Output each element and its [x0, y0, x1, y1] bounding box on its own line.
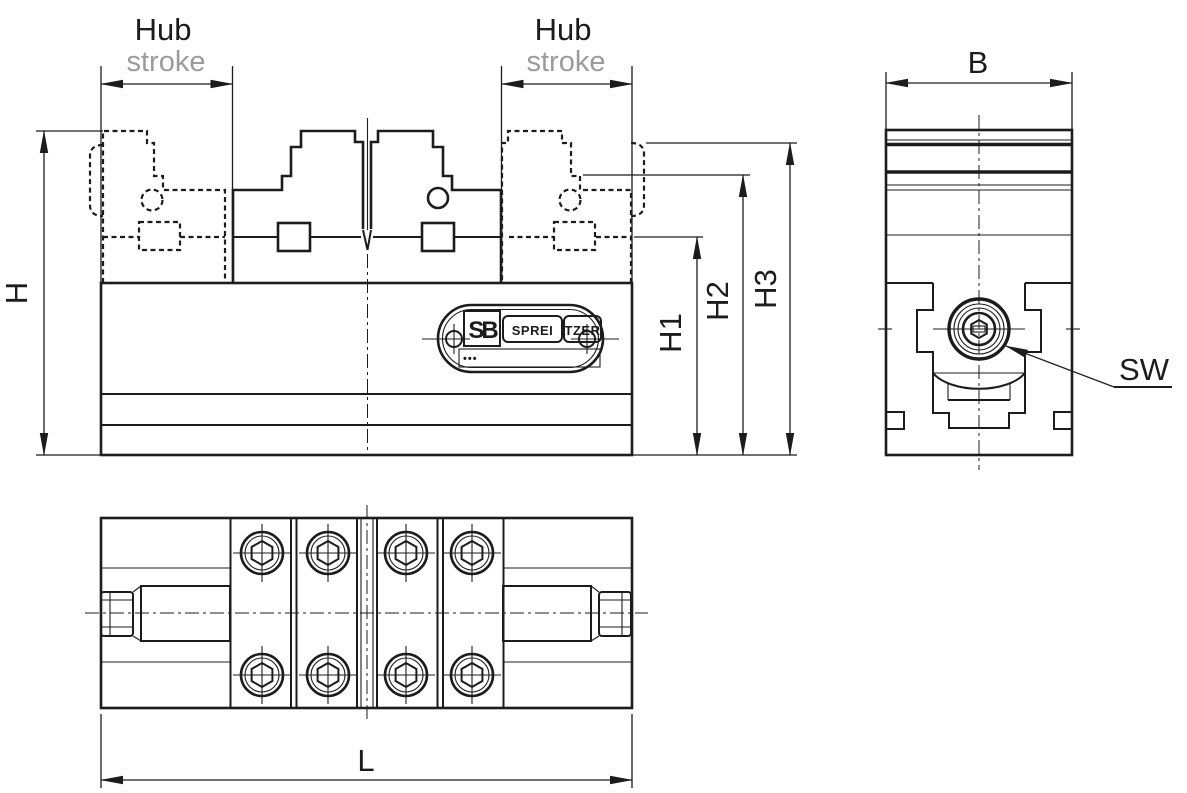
- serial-field: [458, 348, 601, 368]
- label-hub-left: Hub: [135, 12, 192, 47]
- screw: [441, 644, 503, 706]
- base-groove-right: [1053, 411, 1072, 430]
- jaw-face-plate-dashed: [88, 143, 104, 218]
- label-H2: H2: [700, 281, 735, 321]
- hex-socket: [970, 318, 988, 340]
- dim-H3: H3: [748, 142, 795, 456]
- label-stroke-right: stroke: [527, 46, 606, 78]
- screw: [231, 522, 293, 584]
- callout-SW: SW: [1005, 345, 1172, 388]
- dim-H2: H2: [700, 174, 748, 456]
- brand-logo-box: [463, 310, 501, 347]
- label-H3: H3: [748, 269, 783, 309]
- spindle-bearing-arc: [932, 372, 1026, 390]
- nameplate: SB SPREI TZER •••: [422, 303, 619, 374]
- top-view: L: [85, 505, 648, 788]
- dim-H1: H1: [653, 236, 702, 456]
- jaw-face-plate-dashed: [630, 141, 646, 218]
- dim-B: B: [885, 45, 1073, 130]
- jaw-key-pocket: [276, 221, 312, 253]
- screw: [375, 522, 437, 584]
- vise-body-side: [884, 128, 1074, 457]
- dim-hub-right: Hub stroke: [500, 12, 633, 89]
- screw: [441, 522, 503, 584]
- screw: [231, 644, 293, 706]
- jaw-plates-top: [229, 518, 505, 708]
- jaw-pin-hole-dashed: [558, 188, 582, 212]
- base-groove-left: [886, 411, 905, 430]
- vise-body-front: [99, 281, 634, 457]
- nameplate-screw-left: [445, 330, 463, 348]
- screw: [297, 644, 359, 706]
- side-view: B SW: [878, 45, 1172, 470]
- jaw-key-pocket-dashed: [137, 220, 182, 252]
- jaw-key-pocket-dashed: [552, 220, 597, 252]
- label-hub-right: Hub: [535, 12, 592, 47]
- screw: [375, 644, 437, 706]
- spindle-hex-right: [598, 591, 632, 637]
- jaw-pin-hole: [426, 186, 450, 210]
- jaw-left-solid: [231, 129, 369, 283]
- label-L: L: [357, 743, 374, 778]
- jaw-key-pocket: [420, 221, 456, 253]
- jaw-right-open-dashed: [500, 129, 646, 283]
- screw: [297, 522, 359, 584]
- brand-text-1: SPREI: [512, 323, 554, 338]
- nameplate-screw-right: [578, 330, 596, 348]
- label-B: B: [968, 45, 989, 80]
- front-dimensions: Hub stroke Hub stroke H H1 H2 H3: [0, 12, 797, 456]
- dim-H: H: [0, 130, 49, 456]
- jaw-right-solid: [366, 129, 503, 283]
- label-H1: H1: [653, 313, 688, 353]
- serial-dots: •••: [463, 353, 478, 365]
- spindle-hex-left: [100, 591, 134, 637]
- brand-logo-icon: SB: [468, 317, 498, 344]
- dim-hub-left: Hub stroke: [100, 12, 234, 89]
- jaw-pin-hole-dashed: [140, 188, 164, 212]
- front-view: SB SPREI TZER •••: [88, 118, 646, 457]
- dim-L: L: [100, 714, 633, 788]
- label-H: H: [0, 282, 34, 304]
- brand-text-2: TZER: [565, 323, 601, 338]
- jaw-left-open-dashed: [88, 129, 227, 283]
- label-stroke-left: stroke: [127, 46, 206, 78]
- label-SW: SW: [1119, 352, 1170, 387]
